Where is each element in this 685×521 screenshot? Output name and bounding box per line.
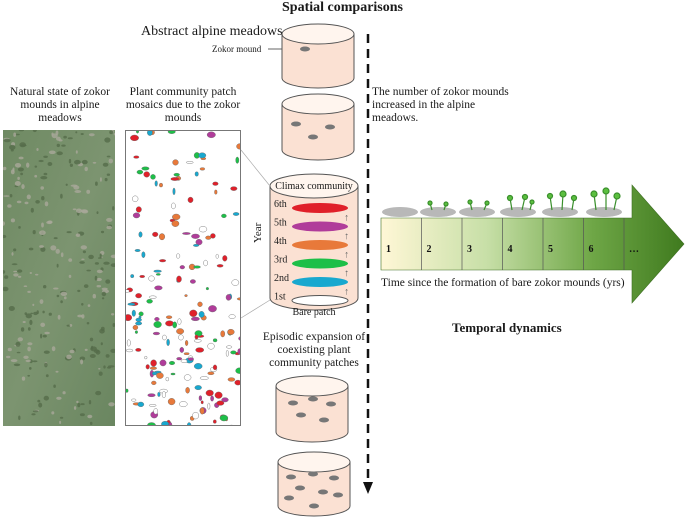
meadow-cylinder-1: [281, 23, 355, 89]
episodic-expansion-caption: Episodic expansion of coexisting plant c…: [262, 331, 366, 369]
zokor-mound: [295, 485, 305, 491]
timeline-tick-label: …: [629, 244, 639, 255]
timeline-arrow: [380, 184, 685, 304]
patch-mosaic-graphic: [126, 131, 240, 425]
patch-mosaic-map: [125, 130, 241, 426]
succession-up-arrow: ↑: [344, 287, 349, 298]
zokor-mound: [309, 503, 319, 509]
connector-line-top: [240, 149, 271, 187]
timeline-tick-label: 6: [589, 244, 594, 255]
succession-cylinder: 6th 5th ↑ 4th ↑ 3rd ↑ 2nd ↑ 1st ↑: [269, 173, 359, 311]
zokor-mound: [326, 401, 336, 407]
aerial-photo: [3, 130, 115, 426]
zokor-mound: [286, 474, 296, 480]
zokor-mound: [296, 412, 306, 418]
temporal-dynamics-title: Temporal dynamics: [452, 320, 562, 335]
succession-band: [292, 221, 348, 232]
meadow-cylinder-4: [277, 451, 351, 517]
zokor-mound: [300, 46, 310, 52]
zokor-mound: [329, 475, 339, 481]
timeline-tick-label: 1: [386, 244, 391, 255]
succession-level-label: 4th: [274, 236, 287, 247]
succession-up-arrow: ↑: [344, 213, 349, 224]
zokor-mound: [288, 400, 298, 406]
abstract-meadows-label: Abstract alpine meadows: [141, 24, 283, 39]
timeline-tick-label: 4: [508, 244, 513, 255]
timeline-tick-label: 3: [467, 244, 472, 255]
zokor-mound: [325, 124, 335, 130]
plant-mosaic-caption: Plant community patch mosaics due to the…: [125, 86, 241, 124]
zokor-mound: [291, 121, 301, 127]
timeline-tick-label: 2: [427, 244, 432, 255]
natural-state-caption: Natural state of zokor mounds in alpine …: [10, 86, 110, 124]
zokor-mound: [308, 396, 318, 402]
increase-note: The number of zokor mounds increased in …: [372, 86, 509, 124]
bare-patch-label: Bare patch: [292, 307, 336, 318]
dashed-arrow-head: [363, 482, 373, 494]
zokor-mound-label: Zokor mound: [212, 44, 262, 54]
zokor-mound: [308, 134, 318, 140]
zokor-mound: [319, 417, 329, 423]
meadow-cylinder-3: [275, 375, 349, 443]
meadow-cylinder-2: [281, 93, 355, 161]
succession-level-label: 1st: [274, 292, 286, 303]
year-axis-label: Year: [252, 222, 264, 243]
time-axis-label: Time since the formation of bare zokor m…: [381, 277, 625, 289]
timeline-tick-label: 5: [548, 244, 553, 255]
connector-line-bottom: [240, 299, 271, 319]
succession-up-arrow: ↑: [344, 231, 349, 242]
timeline-plants: [382, 187, 622, 217]
succession-level-label: 2nd: [274, 273, 289, 284]
succession-band: [292, 258, 348, 269]
succession-up-arrow: ↑: [344, 268, 349, 279]
succession-band: [292, 277, 348, 287]
succession-band: [292, 240, 348, 250]
succession-band: [291, 295, 349, 306]
succession-band: [292, 203, 348, 213]
zokor-mound: [318, 489, 328, 495]
spatial-comparisons-title: Spatial comparisons: [282, 0, 403, 15]
succession-level-label: 5th: [274, 218, 287, 229]
succession-level-label: 6th: [274, 199, 287, 210]
succession-level-label: 3rd: [274, 255, 287, 266]
succession-up-arrow: ↑: [344, 250, 349, 261]
zokor-mound: [333, 492, 343, 498]
zokor-mound: [284, 495, 294, 501]
zokor-mound: [308, 471, 318, 477]
climax-community-label: Climax community: [275, 181, 353, 192]
aerial-photo-graphic: [3, 130, 115, 426]
